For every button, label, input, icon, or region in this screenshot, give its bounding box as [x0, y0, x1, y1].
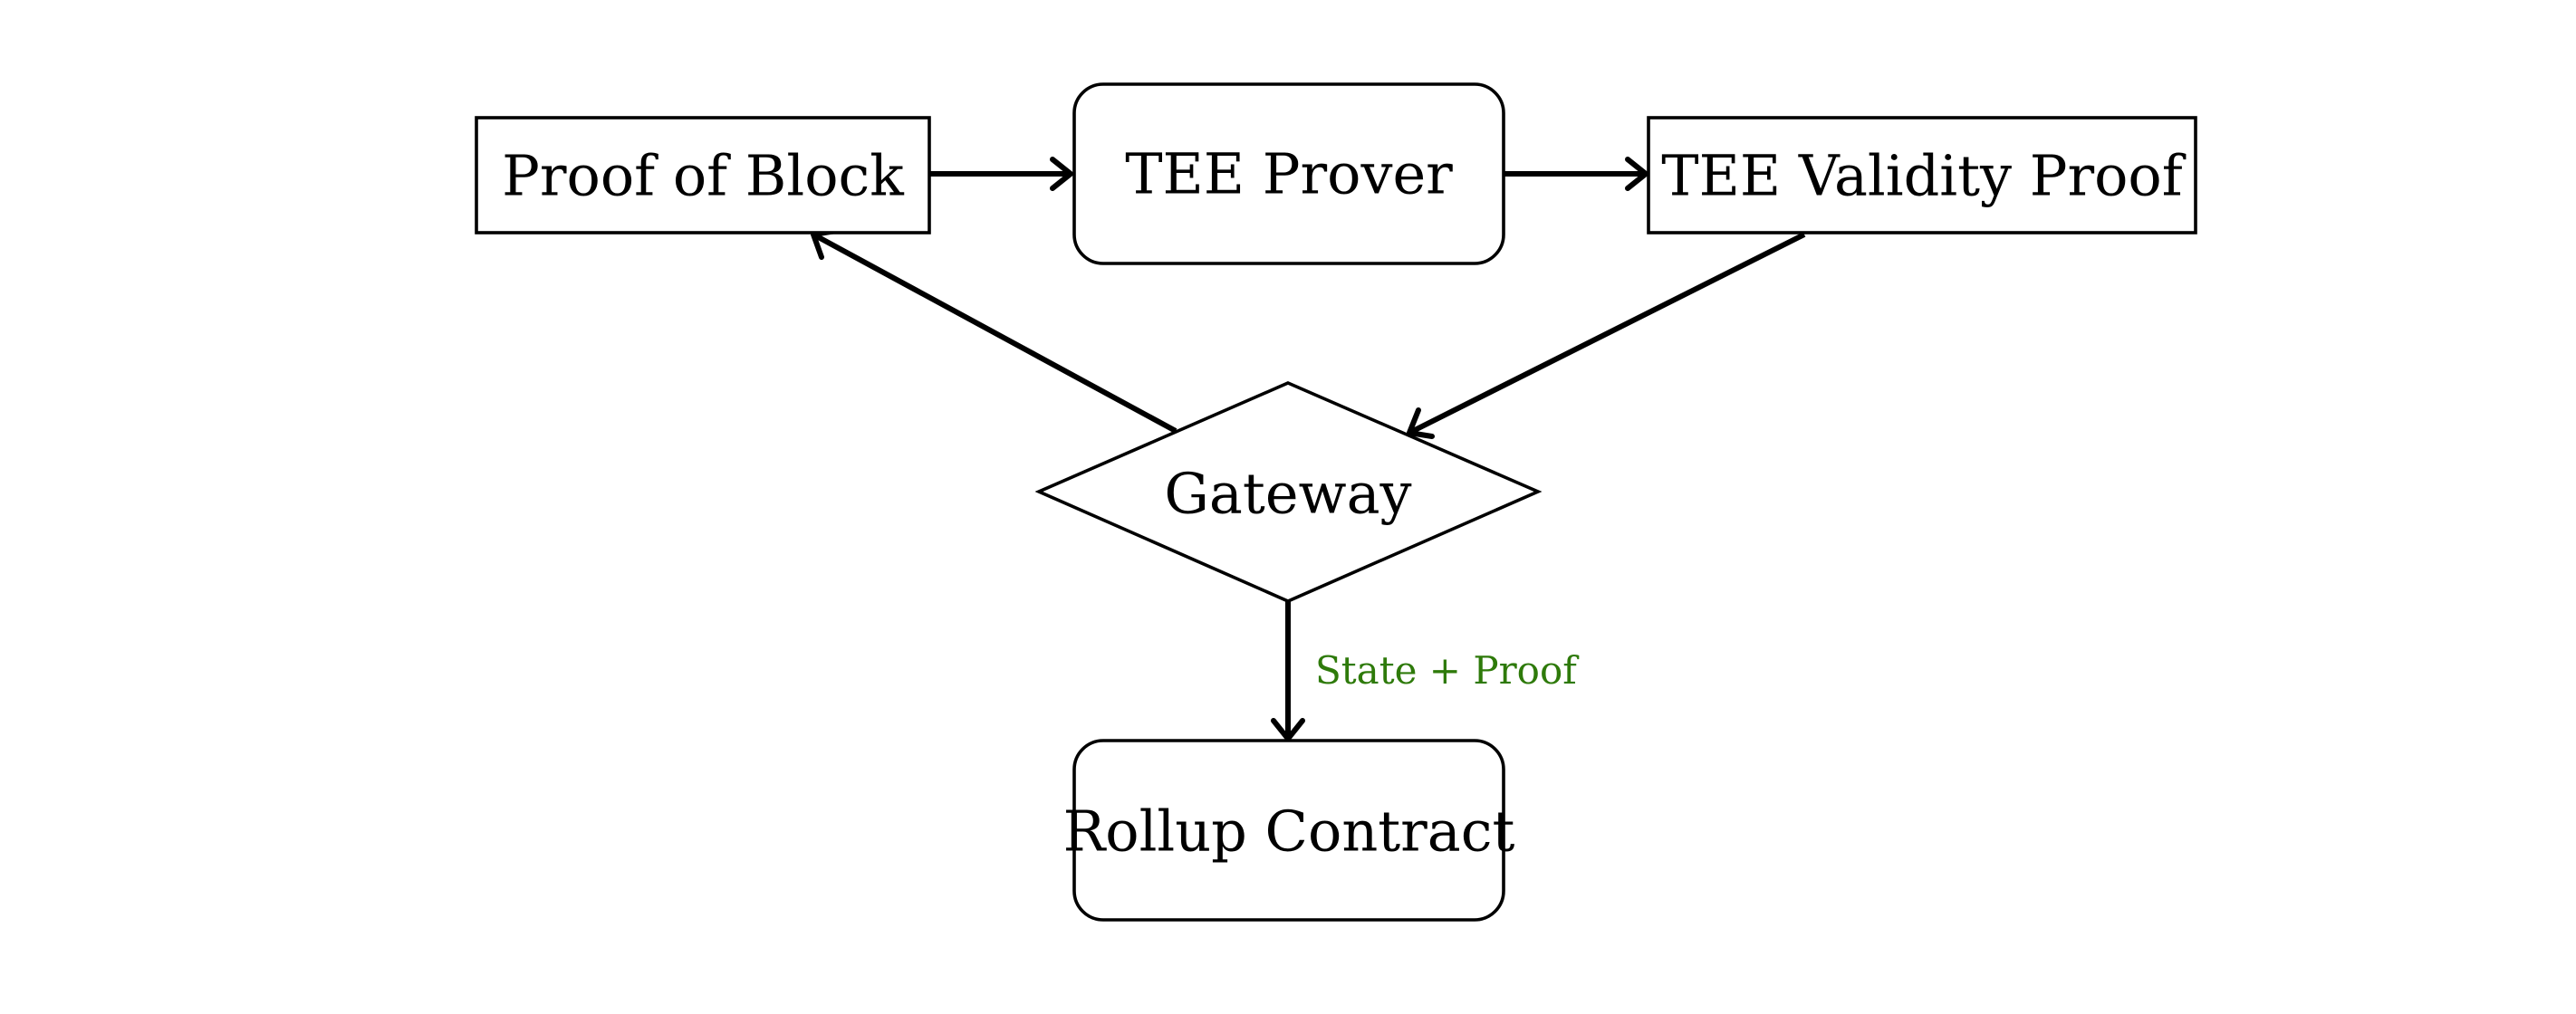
arrowhead [1625, 157, 1648, 191]
node-label: Gateway [1164, 461, 1411, 527]
node-label: Proof of Block [502, 143, 904, 209]
node-rollup-contract: Rollup Contract [1063, 739, 1515, 922]
edge-proof-of-block-to-tee-prover [929, 157, 1073, 191]
node-label: Rollup Contract [1063, 799, 1515, 865]
edge-tee-validity-proof-to-gateway [1407, 232, 1806, 439]
arrowhead [1050, 157, 1073, 191]
node-proof-of-block: Proof of Block [475, 116, 931, 234]
node-tee-validity-proof: TEE Validity Proof [1647, 116, 2197, 234]
edge-label-state-proof: State + Proof [1315, 648, 1580, 693]
arrowhead [1407, 407, 1435, 439]
node-label: TEE Validity Proof [1661, 143, 2186, 209]
arrowhead [1271, 718, 1305, 741]
edge-gateway-to-rollup-contract [1271, 601, 1305, 741]
edges: State + Proof [811, 157, 1806, 741]
node-gateway: Gateway [1034, 381, 1543, 603]
node-tee-prover: TEE Prover [1072, 82, 1505, 265]
nodes: Proof of Block TEE Prover TEE Validity P… [475, 82, 2197, 922]
node-label: TEE Prover [1125, 141, 1453, 207]
edge-tee-prover-to-tee-validity-proof [1504, 157, 1648, 191]
